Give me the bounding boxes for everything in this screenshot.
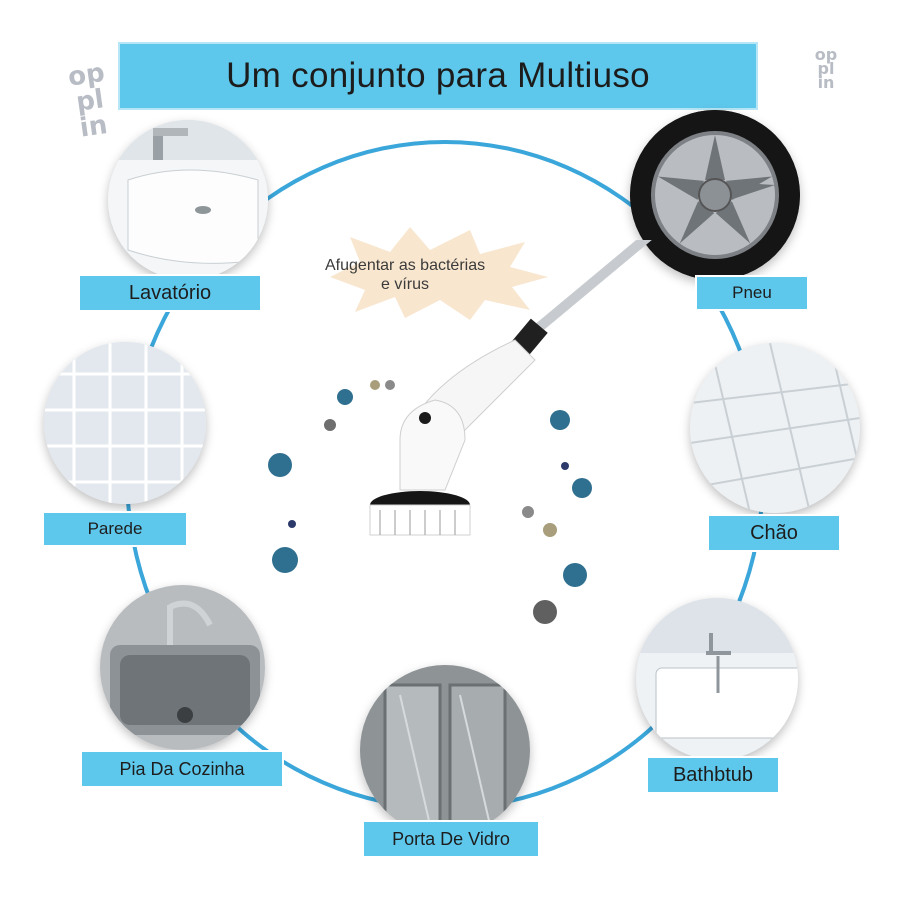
center-caption: Afugentar as bactérias e vírus <box>325 257 486 293</box>
wheel-photo <box>630 110 800 280</box>
label-pia-cozinha: Pia Da Cozinha <box>82 752 282 786</box>
label-parede: Parede <box>44 513 186 545</box>
spin-brush-illustration <box>268 240 652 624</box>
kitchen-sink-photo <box>100 585 265 750</box>
brand-logo-right: op pl in <box>814 45 838 92</box>
floor-tiles-photo <box>690 343 860 513</box>
label-porta-vidro: Porta De Vidro <box>364 822 538 856</box>
title-banner: Um conjunto para Multiuso <box>120 44 756 108</box>
glass-door-photo <box>360 665 530 835</box>
label-chao: Chão <box>709 516 839 550</box>
wall-tiles-photo <box>44 342 206 504</box>
page-title: Um conjunto para Multiuso <box>226 56 650 95</box>
sink-photo <box>108 120 268 280</box>
label-bathtub: Bathbtub <box>648 758 778 792</box>
label-pneu: Pneu <box>697 277 807 309</box>
burst-shape <box>330 227 548 320</box>
germ-icon <box>268 380 592 624</box>
label-lavatorio: Lavatório <box>80 276 260 310</box>
